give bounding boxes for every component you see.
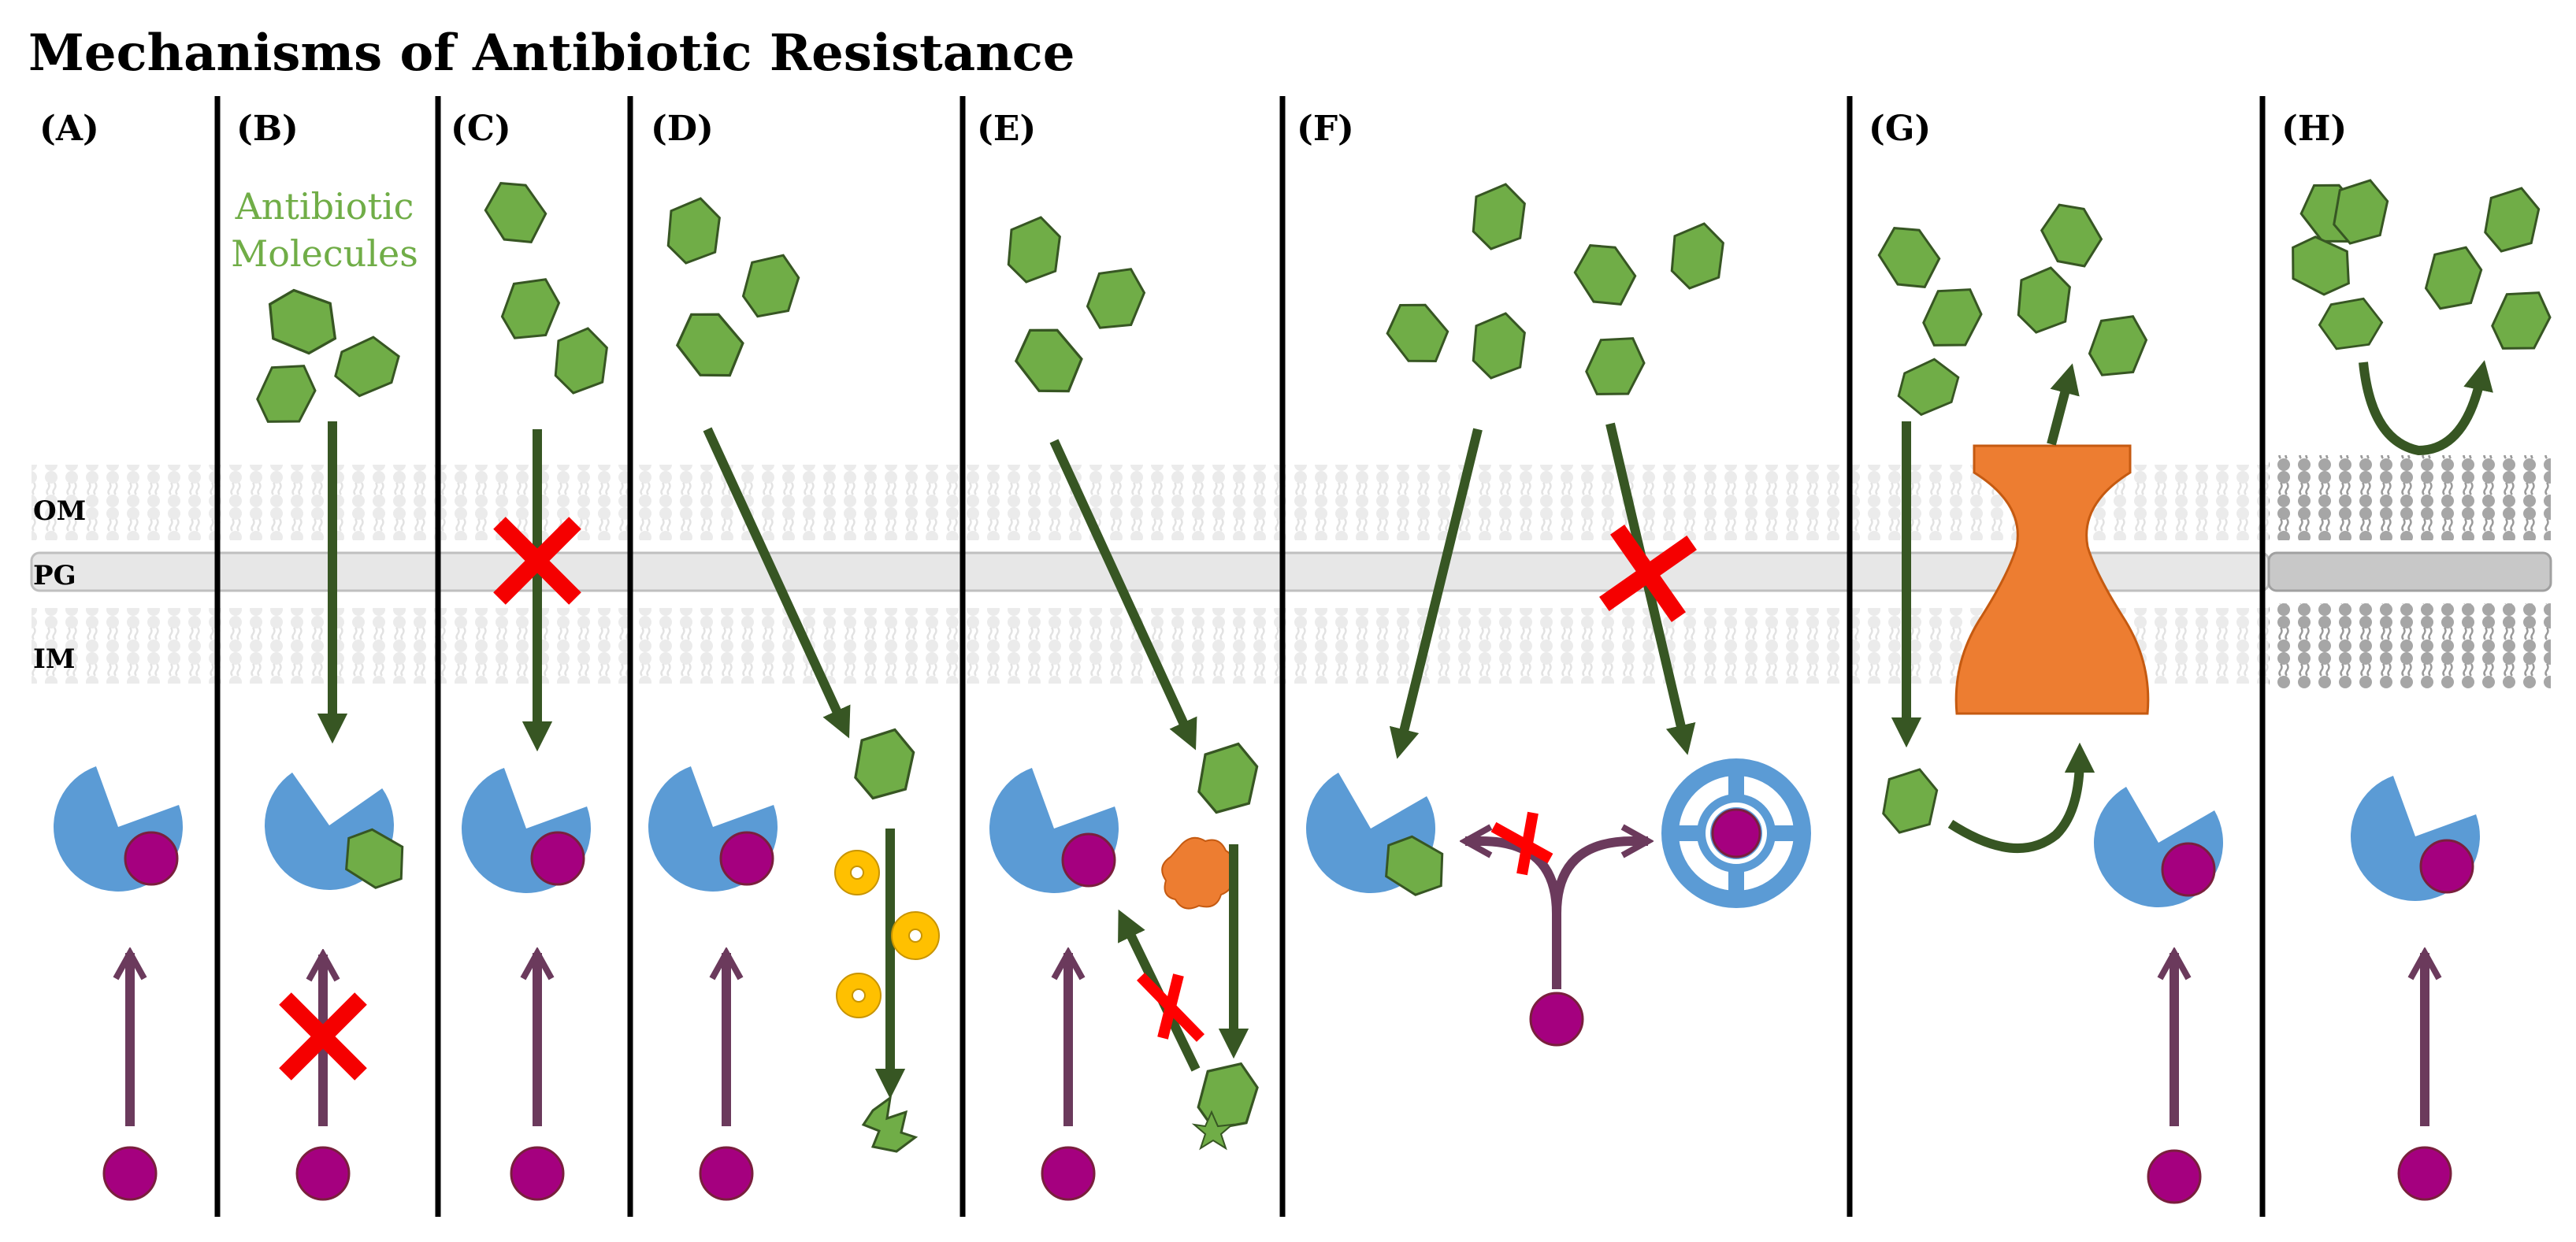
antibiotic-hexagon-icon xyxy=(733,244,807,328)
panel-label-a: (A) xyxy=(39,109,99,149)
antibiotic-hexagon-icon xyxy=(1190,735,1265,821)
substrate-dot-icon xyxy=(2419,839,2474,894)
panel-c xyxy=(443,169,613,1201)
om-label: OM xyxy=(33,495,86,527)
antibiotic-hexagon-icon xyxy=(1077,256,1154,341)
antibiotic-hexagon-icon xyxy=(2477,180,2546,260)
page-title: Mechanisms of Antibiotic Resistance xyxy=(28,24,1075,83)
substrate-dot-icon xyxy=(699,1146,754,1201)
antibiotic-hexagon-icon xyxy=(1001,211,1066,288)
antibiotic-hexagon-icon xyxy=(2416,236,2490,320)
branching-substrate-arrow xyxy=(1552,841,1648,914)
pg-label: PG xyxy=(33,560,76,591)
target-protein-icon xyxy=(2332,753,2499,920)
substrate-dot-icon xyxy=(2161,842,2216,897)
degrading-enzyme-icon xyxy=(834,850,940,1018)
antibiotic-hexagon-icon xyxy=(666,298,755,391)
panel-b xyxy=(239,279,420,1201)
target-protein-icon xyxy=(2069,754,2248,932)
antibiotic-label-line1: Antibiotic xyxy=(235,185,414,228)
antibiotic-hexagon-icon xyxy=(1875,761,1944,841)
target-protein-icon xyxy=(35,743,202,910)
antibiotic-hexagon-icon xyxy=(1565,232,1646,317)
panel-label-d: (D) xyxy=(651,109,714,149)
antibiotic-hexagon-icon xyxy=(325,329,409,403)
substrate-dot-icon xyxy=(124,831,179,886)
antibiotic-hexagon-icon xyxy=(2481,278,2561,363)
panel-a xyxy=(35,743,202,1201)
antibiotic-hexagon-icon xyxy=(1869,214,1950,301)
antibiotic-hexagon-icon xyxy=(1889,352,1968,421)
antibiotic-label-line2: Molecules xyxy=(231,232,418,275)
efflux-route-arrow xyxy=(1947,742,2095,853)
panel-d xyxy=(629,192,940,1201)
antibiotic-hexagon-icon xyxy=(246,350,326,437)
panel-label-f: (F) xyxy=(1297,109,1354,149)
target-protein-icon xyxy=(1282,740,1460,918)
modified-antibiotic-icon xyxy=(1188,1052,1267,1151)
antibiotic-entry-arrow xyxy=(1389,428,1483,759)
antibiotic-hexagon-icon xyxy=(492,266,569,351)
substrate-dot-icon xyxy=(1041,1146,1096,1201)
target-protein-icon xyxy=(971,745,1138,912)
antibiotic-hexagon-icon xyxy=(2316,295,2385,352)
target-protein-icon xyxy=(629,743,796,910)
antibiotic-hexagon-icon xyxy=(1377,290,1459,376)
antibiotic-hexagon-icon xyxy=(476,169,556,256)
efflux-pump-icon xyxy=(1954,444,2150,715)
panel-label-h: (H) xyxy=(2281,109,2347,149)
antibiotic-hexagon-icon xyxy=(846,721,922,807)
outer-membrane xyxy=(32,465,2269,540)
antibiotic-hexagon-icon xyxy=(1575,323,1655,410)
substrate-dot-icon xyxy=(1061,832,1116,888)
antibiotic-hexagon-icon xyxy=(1466,307,1531,384)
panel-e xyxy=(971,211,1267,1201)
panel-label-g: (G) xyxy=(1869,109,1931,149)
panel-label-b: (B) xyxy=(236,109,299,149)
branching-substrate-arrow xyxy=(1465,841,1561,989)
antibiotic-hexagon-icon xyxy=(1004,314,1094,407)
antibiotic-hexagon-icon xyxy=(2011,261,2076,339)
antibiotic-hexagon-icon xyxy=(2033,193,2110,278)
target-protein-icon xyxy=(239,735,420,916)
degraded-fragment-icon xyxy=(861,1095,919,1153)
antibiotic-hexagon-icon xyxy=(1466,178,1531,255)
antibiotic-entry-arrow xyxy=(1049,439,1197,751)
panel-h xyxy=(2278,170,2561,1201)
peptidoglycan-layer xyxy=(30,551,2270,592)
antibiotic-entry-arrow xyxy=(703,427,851,739)
repelled-antibiotic-arrow xyxy=(2359,360,2493,456)
alternative-target-icon xyxy=(1661,758,1811,908)
panel-label-c: (C) xyxy=(451,109,511,149)
antibiotic-hexagon-icon xyxy=(1912,275,1992,360)
panel-g xyxy=(1869,193,2248,1204)
membrane-layers xyxy=(30,455,2552,688)
panel-f xyxy=(1282,178,1811,1047)
im-label: IM xyxy=(33,643,76,675)
modifying-enzyme-icon xyxy=(1161,836,1234,910)
substrate-dot-icon xyxy=(102,1146,158,1201)
block-x-icon xyxy=(1136,973,1205,1042)
substrate-dot-icon xyxy=(530,831,585,886)
antibiotic-hexagon-icon xyxy=(661,192,726,269)
substrate-dot-icon xyxy=(719,831,774,886)
modified-peptidoglycan xyxy=(2267,551,2552,592)
panel-dividers xyxy=(214,96,2266,1217)
substrate-dot-icon xyxy=(510,1146,565,1201)
substrate-dot-icon xyxy=(1529,992,1584,1047)
substrate-dot-icon xyxy=(295,1146,351,1201)
substrate-dot-icon xyxy=(2397,1146,2452,1201)
target-protein-icon xyxy=(443,745,610,912)
antibiotic-hexagon-icon xyxy=(2079,303,2156,388)
antibiotic-hexagon-icon xyxy=(255,279,350,364)
modified-outer-membrane xyxy=(2269,455,2551,540)
panel-label-e: (E) xyxy=(977,109,1036,149)
block-x-icon xyxy=(1490,811,1553,876)
antibiotic-hexagon-icon xyxy=(548,322,613,399)
efflux-exit-arrow xyxy=(2047,363,2080,446)
antibiotic-hexagon-icon xyxy=(1665,217,1729,295)
substrate-dot-icon xyxy=(2147,1149,2202,1204)
modified-inner-membrane xyxy=(2269,603,2551,688)
